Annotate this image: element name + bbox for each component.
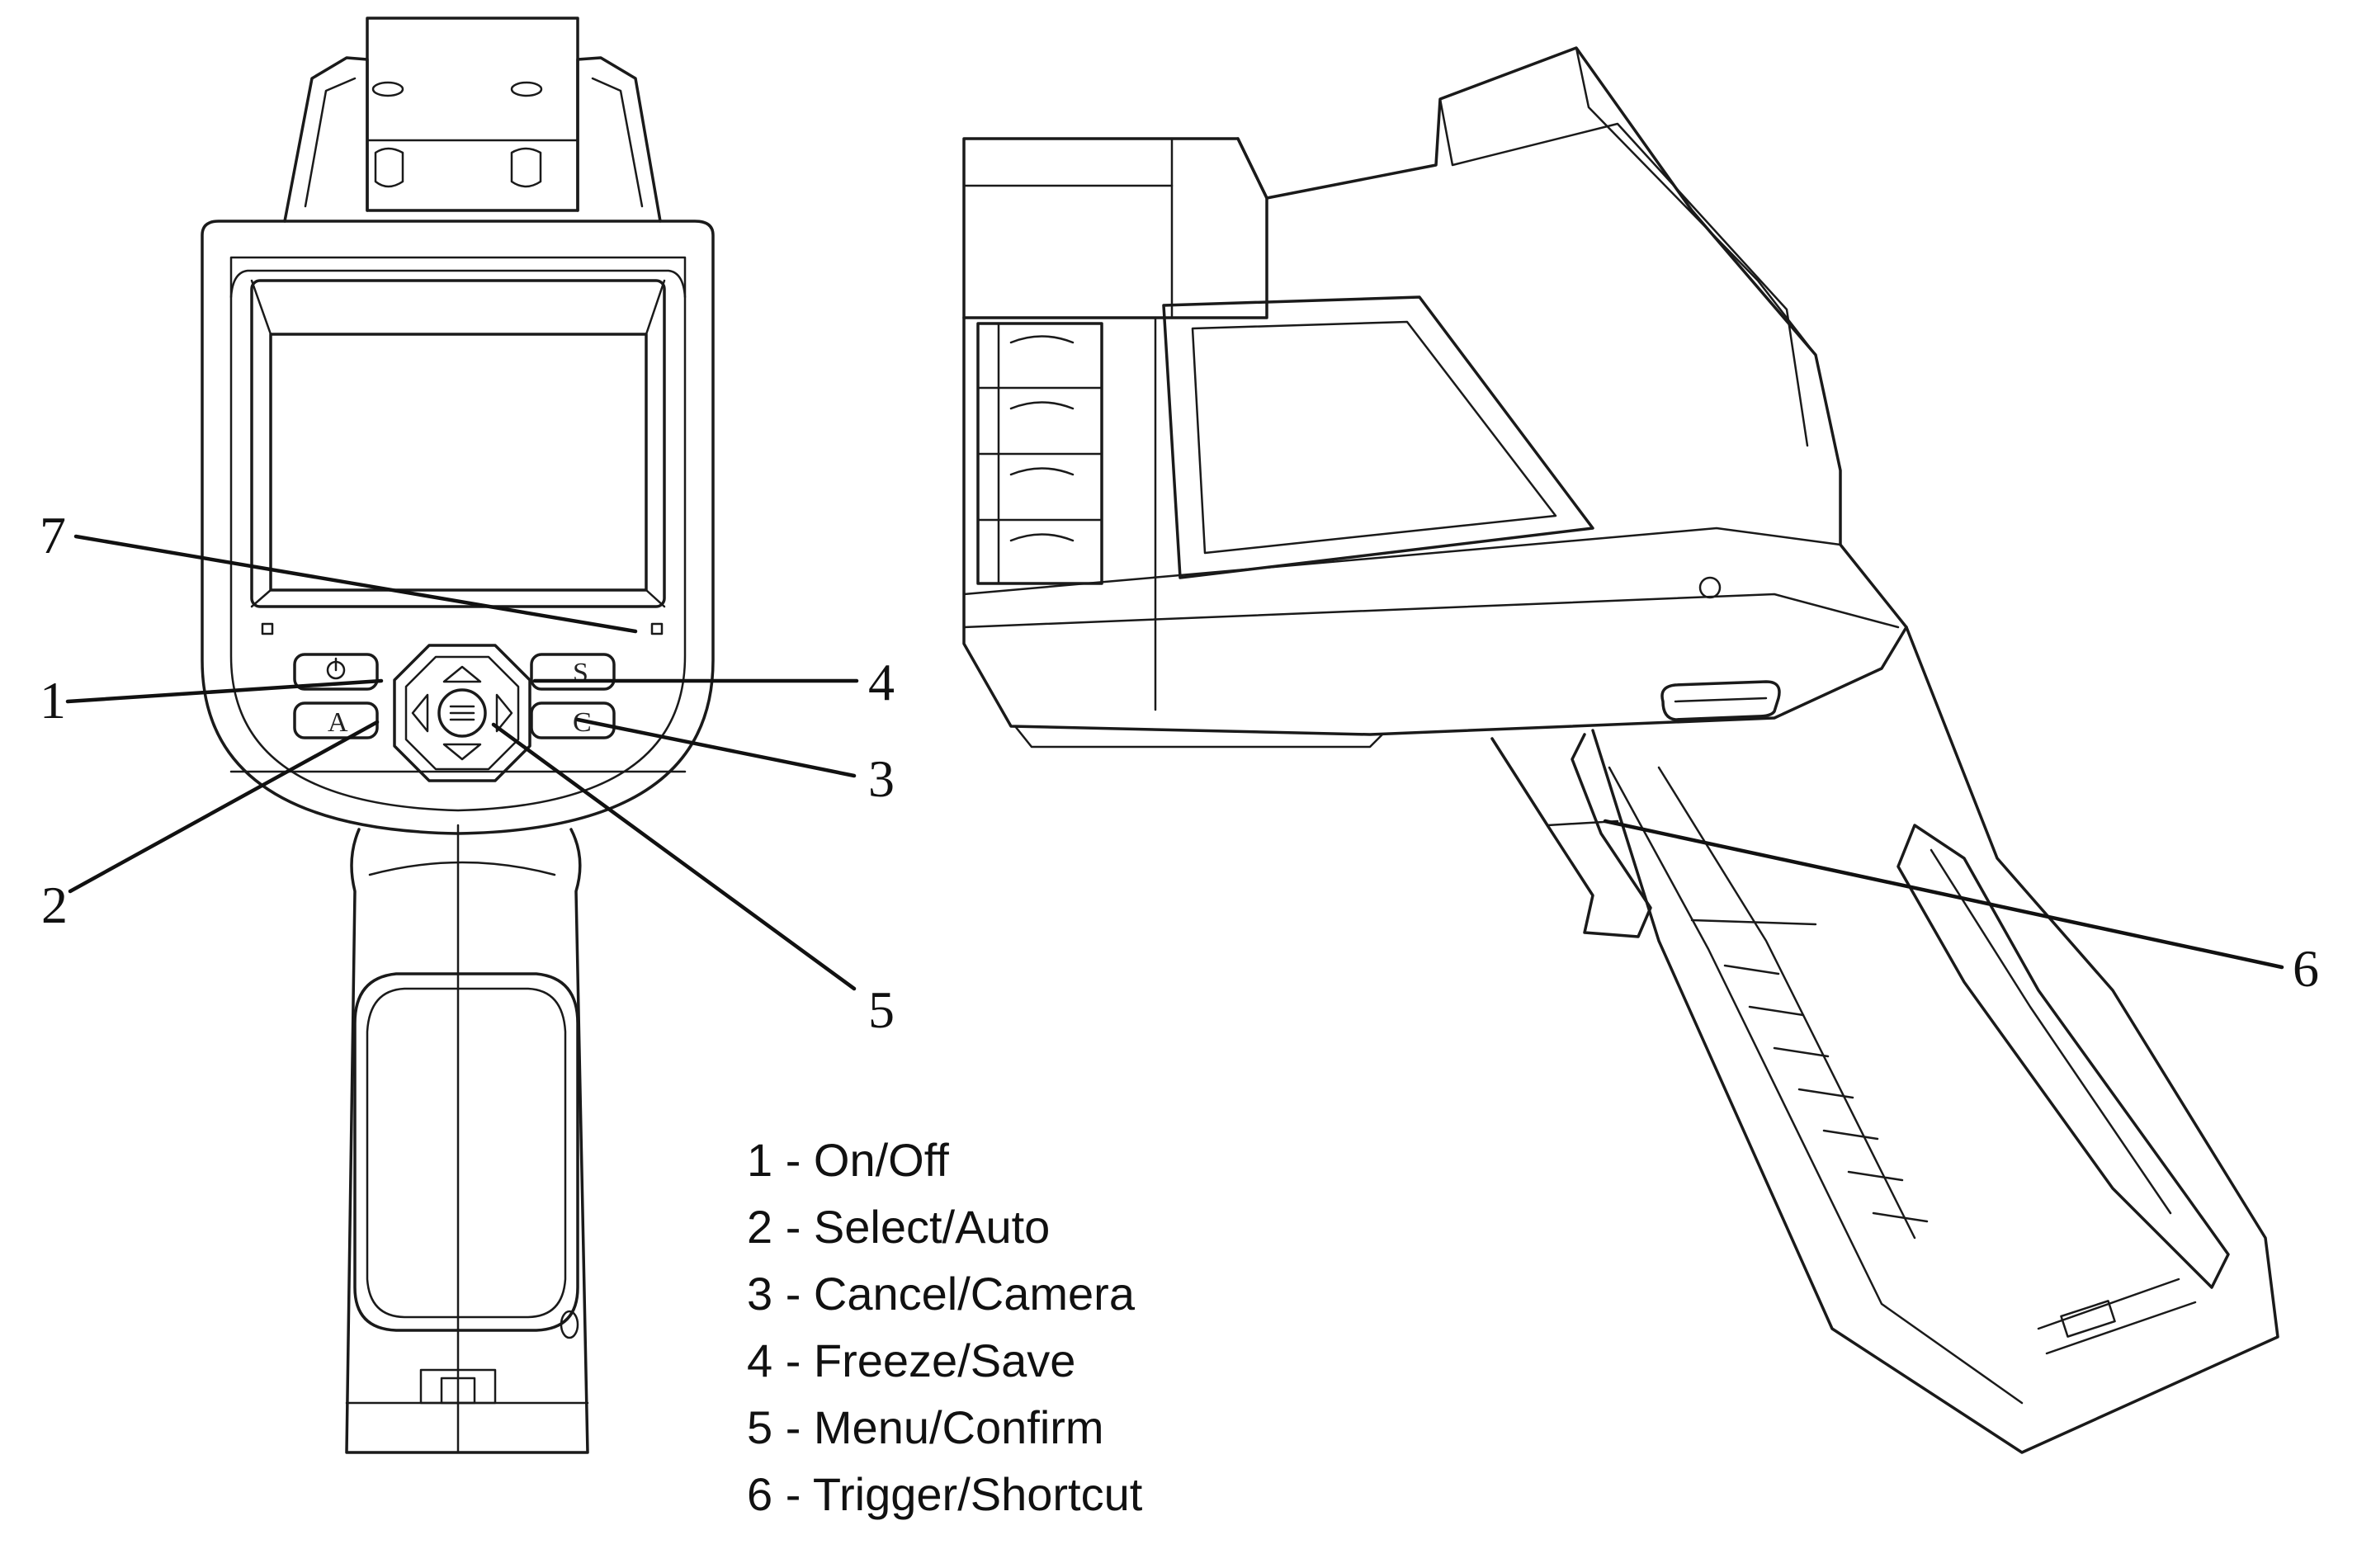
callout-3: 3 [868, 749, 895, 808]
screen-bezel [250, 279, 666, 608]
legend-item-trigger-shortcut: 6 - Trigger/Shortcut [747, 1468, 1143, 1520]
side-grip [1591, 626, 2279, 1454]
button-legend: 1 - On/Off 2 - Select/Auto 3 - Cancel/Ca… [747, 1126, 1142, 1528]
cancel-camera-button: C [530, 701, 616, 739]
leader-line-7 [73, 534, 638, 634]
select-auto-button: A [293, 701, 379, 739]
side-view [962, 46, 2279, 1454]
callout-5: 5 [868, 980, 895, 1039]
select-auto-glyph: A [328, 707, 348, 738]
front-view: A S C [201, 17, 715, 1454]
indicator-left [261, 622, 274, 635]
leader-line-1 [65, 678, 384, 704]
leader-line-5 [491, 722, 857, 991]
legend-item-cancel-camera: 3 - Cancel/Camera [747, 1268, 1135, 1320]
freeze-save-glyph: S [573, 658, 588, 688]
legend-item-menu-confirm: 5 - Menu/Confirm [747, 1401, 1104, 1453]
leader-line-3 [575, 717, 857, 778]
callout-4: 4 [868, 653, 895, 711]
front-lens-housing [283, 17, 662, 223]
callout-2: 2 [41, 876, 68, 934]
cancel-camera-glyph: C [573, 707, 592, 738]
freeze-save-button: S [530, 653, 616, 691]
indicator-right [650, 622, 664, 635]
menu-confirm-dpad [393, 644, 531, 782]
power-button [293, 653, 379, 691]
front-handle [345, 824, 589, 1454]
callout-1: 1 [40, 671, 66, 730]
side-lens-block [962, 137, 1268, 585]
callout-7: 7 [40, 506, 66, 564]
front-buttons: A S C [293, 644, 616, 782]
side-body [962, 46, 1908, 749]
legend-item-on-off: 1 - On/Off [747, 1134, 949, 1186]
leader-lines [65, 534, 2284, 991]
screen [269, 333, 648, 592]
leader-line-2 [68, 720, 380, 894]
legend-item-select-auto: 2 - Select/Auto [747, 1201, 1051, 1253]
leader-line-6 [1603, 819, 2284, 970]
front-body [201, 220, 715, 835]
callout-6: 6 [2293, 939, 2319, 998]
callout-numbers: 7 1 2 4 3 5 6 [40, 506, 2319, 1039]
legend-item-freeze-save: 4 - Freeze/Save [747, 1334, 1076, 1386]
